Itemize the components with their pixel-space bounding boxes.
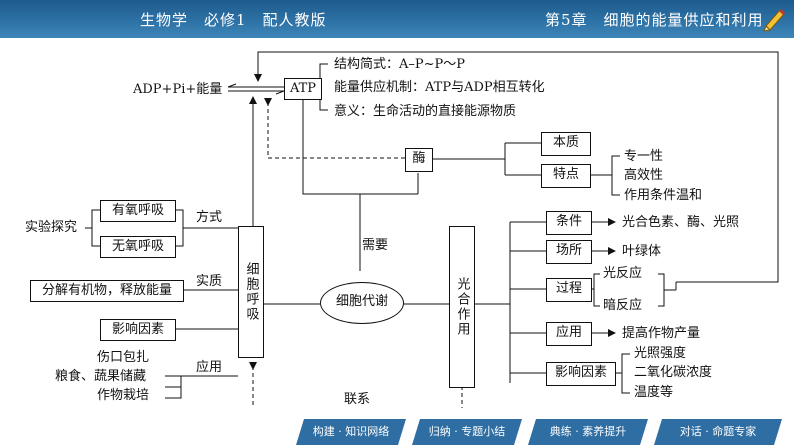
atp-meaning: 意义：生命活动的直接能源物质 <box>334 104 517 119</box>
tab-practice[interactable]: 典练 · 素养提升 <box>528 419 648 445</box>
need-label: 需要 <box>362 238 389 253</box>
tab-build-knowledge[interactable]: 构建 · 知识网络 <box>296 419 406 445</box>
concept-map: ADP+Pi+能量 ATP 结构简式：A–P~P～P 能量供应机制：ATP与AD… <box>0 38 794 408</box>
adp-label: ADP+Pi+能量 <box>133 82 223 97</box>
book-title: 生物学 必修1 配人教版 <box>140 11 327 29</box>
anaerobic-box: 无氧呼吸 <box>100 236 176 258</box>
apply-right-value: 提高作物产量 <box>622 326 701 341</box>
place-value: 叶绿体 <box>622 244 662 259</box>
tab-label: 典练 · 素养提升 <box>549 425 627 438</box>
tab-expert-dialogue[interactable]: 对话 · 命题专家 <box>654 419 782 445</box>
apply-left-item: 伤口包扎 <box>97 350 150 365</box>
factors-right-box: 影响因素 <box>546 362 616 386</box>
method-label: 方式 <box>196 210 223 225</box>
experiment-label: 实验探究 <box>25 220 78 235</box>
conditions-value: 光合色素、酶、光照 <box>622 215 740 230</box>
tab-summary[interactable]: 归纳 · 专题小结 <box>412 419 522 445</box>
factors-left-box: 影响因素 <box>100 319 176 341</box>
place-box: 场所 <box>546 240 592 264</box>
trait-item: 专一性 <box>624 149 664 164</box>
center-node: 细胞代谢 <box>320 282 404 324</box>
apply-left-item: 粮食、蔬果储藏 <box>55 369 147 384</box>
link-label: 联系 <box>344 392 371 407</box>
apply-left-label: 应用 <box>196 360 223 375</box>
dark-reaction: 暗反应 <box>603 298 643 313</box>
essence-box: 本质 <box>541 132 591 156</box>
tab-label: 归纳 · 专题小结 <box>428 425 506 438</box>
footer-nav: 构建 · 知识网络 归纳 · 专题小结 典练 · 素养提升 对话 · 命题专家 <box>0 413 794 447</box>
substance-label: 实质 <box>196 274 223 289</box>
apply-left-item: 作物栽培 <box>97 388 150 403</box>
photosynthesis-label: 光合作用 <box>454 277 470 337</box>
conditions-box: 条件 <box>546 211 592 235</box>
enzyme-box: 酶 <box>405 148 433 172</box>
header-bar: 生物学 必修1 配人教版 第5章 细胞的能量供应和利用 <box>0 0 794 38</box>
traits-box: 特点 <box>541 164 591 188</box>
photosynthesis-box: 光合作用 <box>449 226 475 388</box>
trait-item: 作用条件温和 <box>624 188 703 203</box>
respiration-label: 细胞呼吸 <box>243 262 259 322</box>
pencil-icon <box>763 8 786 32</box>
atp-mechanism: 能量供应机制：ATP与ADP相互转化 <box>334 80 545 95</box>
aerobic-box: 有氧呼吸 <box>100 200 176 222</box>
respiration-box: 细胞呼吸 <box>238 226 264 358</box>
apply-right-box: 应用 <box>546 322 592 346</box>
factor-item: 温度等 <box>634 385 674 400</box>
process-box: 过程 <box>546 278 592 302</box>
decompose-box: 分解有机物，释放能量 <box>30 280 184 302</box>
light-reaction: 光反应 <box>603 266 643 281</box>
tab-label: 构建 · 知识网络 <box>312 425 390 438</box>
factor-item: 二氧化碳浓度 <box>634 365 713 380</box>
tab-label: 对话 · 命题专家 <box>679 425 757 438</box>
chapter-title: 第5章 细胞的能量供应和利用 <box>545 11 764 29</box>
atp-structure: 结构简式：A–P~P～P <box>334 57 466 72</box>
atp-box: ATP <box>284 78 322 100</box>
trait-item: 高效性 <box>624 168 664 183</box>
factor-item: 光照强度 <box>634 346 687 361</box>
